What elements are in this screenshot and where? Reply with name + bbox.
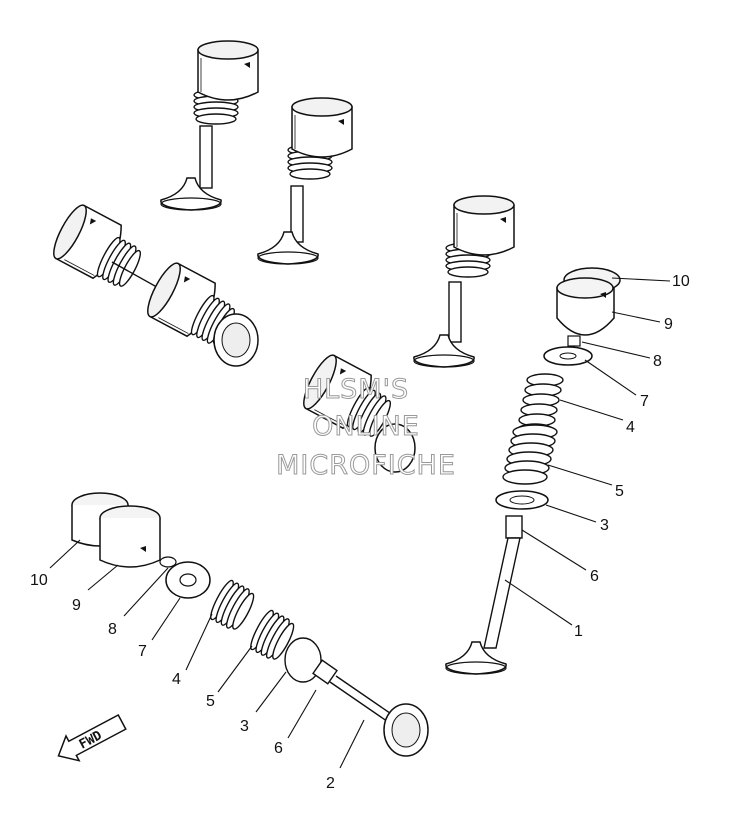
- callout-left-9: 9: [72, 597, 81, 614]
- watermark-line-1: HLSM'S: [303, 374, 409, 405]
- callout-right-5: 5: [615, 483, 624, 500]
- valve-assembly-upper-right: [413, 195, 515, 368]
- valve-assembly-middle-tilted: [297, 350, 416, 473]
- valve-assembly-left-tilted: [47, 200, 259, 367]
- callout-left-7: 7: [138, 643, 147, 660]
- callout-right-8: 8: [653, 353, 662, 370]
- callout-right-3: 3: [600, 517, 609, 534]
- callout-left-4: 4: [172, 671, 181, 688]
- callout-right-1: 1: [574, 623, 583, 640]
- watermark-line-3: MICROFICHE: [276, 450, 456, 481]
- valve-assembly-upper-left: [160, 40, 259, 211]
- callout-right-7: 7: [640, 393, 649, 410]
- valve-assembly-upper-middle: [257, 97, 353, 265]
- callout-left-3: 3: [240, 718, 249, 735]
- callout-right-9: 9: [664, 316, 673, 333]
- callout-left-10: 10: [30, 572, 48, 589]
- callout-left-2: 2: [326, 775, 335, 792]
- fwd-arrow-icon: FWD: [57, 713, 127, 762]
- callout-left-5: 5: [206, 693, 215, 710]
- callout-right-4: 4: [626, 419, 635, 436]
- callout-left-6: 6: [274, 740, 283, 757]
- exploded-valve-right: [445, 267, 621, 675]
- callout-right-10: 10: [672, 273, 690, 290]
- callout-right-6: 6: [590, 568, 599, 585]
- watermark-line-2: ONLINE: [312, 411, 420, 442]
- watermark: HLSM'S ONLINE MICROFICHE: [276, 374, 456, 482]
- exploded-valve-left: [71, 492, 429, 757]
- callout-left-8: 8: [108, 621, 117, 638]
